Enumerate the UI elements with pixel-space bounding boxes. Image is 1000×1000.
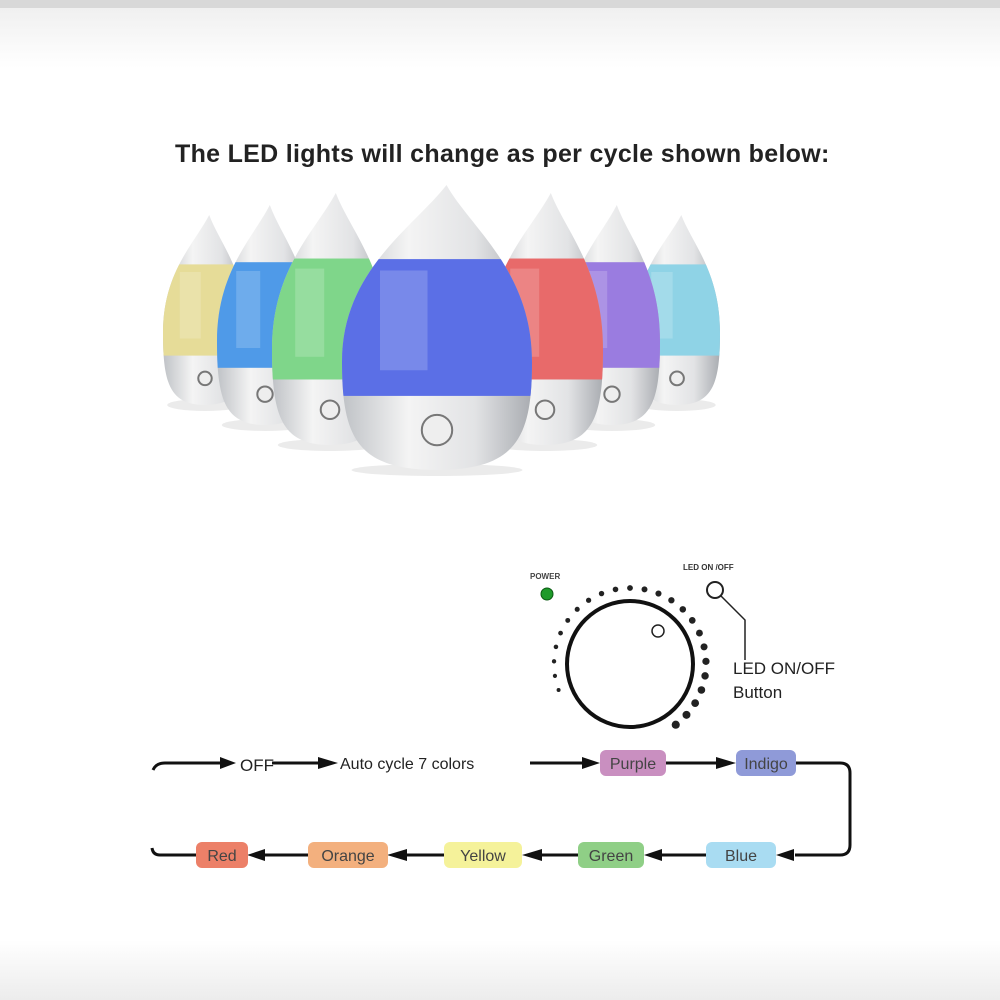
dial-dot xyxy=(679,606,687,613)
humidifier-knob-icon xyxy=(197,370,213,387)
arrow-icon xyxy=(716,757,736,769)
arrow-icon xyxy=(318,757,338,769)
humidifier-knob-icon xyxy=(420,413,454,447)
dial-dot xyxy=(585,597,592,603)
arrow-icon xyxy=(644,849,662,861)
color-step-orange: Orange xyxy=(308,842,388,868)
led-on-off-label: LED ON /OFF xyxy=(683,563,734,572)
flow-off: OFF xyxy=(240,756,274,775)
dial-dot xyxy=(612,586,619,593)
humidifier-indigo xyxy=(342,185,532,476)
heading: The LED lights will change as per cycle … xyxy=(175,140,830,168)
dial-dot xyxy=(695,629,703,637)
color-step-red: Red xyxy=(196,842,248,868)
arrow-icon xyxy=(247,849,265,861)
dial-dot xyxy=(691,699,700,708)
color-step-label: Indigo xyxy=(744,756,788,773)
color-step-label: Green xyxy=(589,848,633,865)
dial-dot xyxy=(551,659,557,664)
dial-dot xyxy=(552,673,558,678)
top-border xyxy=(0,0,1000,8)
top-shade xyxy=(0,8,1000,68)
led-button-icon xyxy=(706,581,724,599)
humidifier-knob-icon xyxy=(669,370,685,387)
dial-dot xyxy=(668,597,675,604)
humidifier-knob-icon xyxy=(603,385,621,403)
humidifier-knob-icon xyxy=(534,399,556,421)
color-step-label: Purple xyxy=(610,756,656,773)
dial-dot xyxy=(655,590,662,597)
flow-auto-cycle: Auto cycle 7 colors xyxy=(340,756,474,773)
callout-text-2: Button xyxy=(733,683,782,702)
dial-dot xyxy=(556,687,561,692)
arrow-icon xyxy=(776,849,794,861)
callout-line xyxy=(720,595,746,660)
dial-dot xyxy=(697,686,706,694)
dial-dot xyxy=(565,617,571,623)
power-label: POWER xyxy=(530,572,560,581)
bottom-shade xyxy=(0,940,1000,1000)
arrow-icon xyxy=(387,849,407,861)
color-step-label: Red xyxy=(207,848,236,865)
dial-dot xyxy=(574,606,580,612)
color-step-label: Blue xyxy=(725,848,757,865)
dial-dot xyxy=(553,644,559,650)
color-step-indigo: Indigo xyxy=(736,750,796,776)
color-cycle-flow: OFF Auto cycle 7 colors xyxy=(150,756,852,861)
dial-dot xyxy=(627,585,633,591)
color-step-yellow: Yellow xyxy=(444,842,522,868)
dial-knob-icon xyxy=(565,599,695,729)
color-step-green: Green xyxy=(578,842,644,868)
color-step-label: Orange xyxy=(321,848,374,865)
dial-dot xyxy=(641,586,648,593)
dial-dot xyxy=(682,710,691,719)
arrow-icon xyxy=(522,849,542,861)
color-step-purple: Purple xyxy=(600,750,666,776)
color-step-label: Yellow xyxy=(460,848,506,865)
dial-dot xyxy=(688,617,696,624)
dial-dot xyxy=(701,672,709,680)
dial-scale xyxy=(551,585,710,729)
dial-dot xyxy=(598,590,605,597)
arrow-icon xyxy=(220,757,236,769)
color-step-blue: Blue xyxy=(706,842,776,868)
dial-dot xyxy=(702,657,710,665)
dial-dot xyxy=(700,643,708,651)
arrow-icon xyxy=(582,757,600,769)
dial-indicator-icon xyxy=(651,624,665,638)
dial-dot xyxy=(558,630,563,636)
dial-dot xyxy=(671,720,680,729)
callout-text-1: LED ON/OFF xyxy=(733,659,835,678)
humidifier-knob-icon xyxy=(256,385,274,403)
humidifier-knob-icon xyxy=(319,399,341,421)
power-led-icon xyxy=(540,587,554,601)
